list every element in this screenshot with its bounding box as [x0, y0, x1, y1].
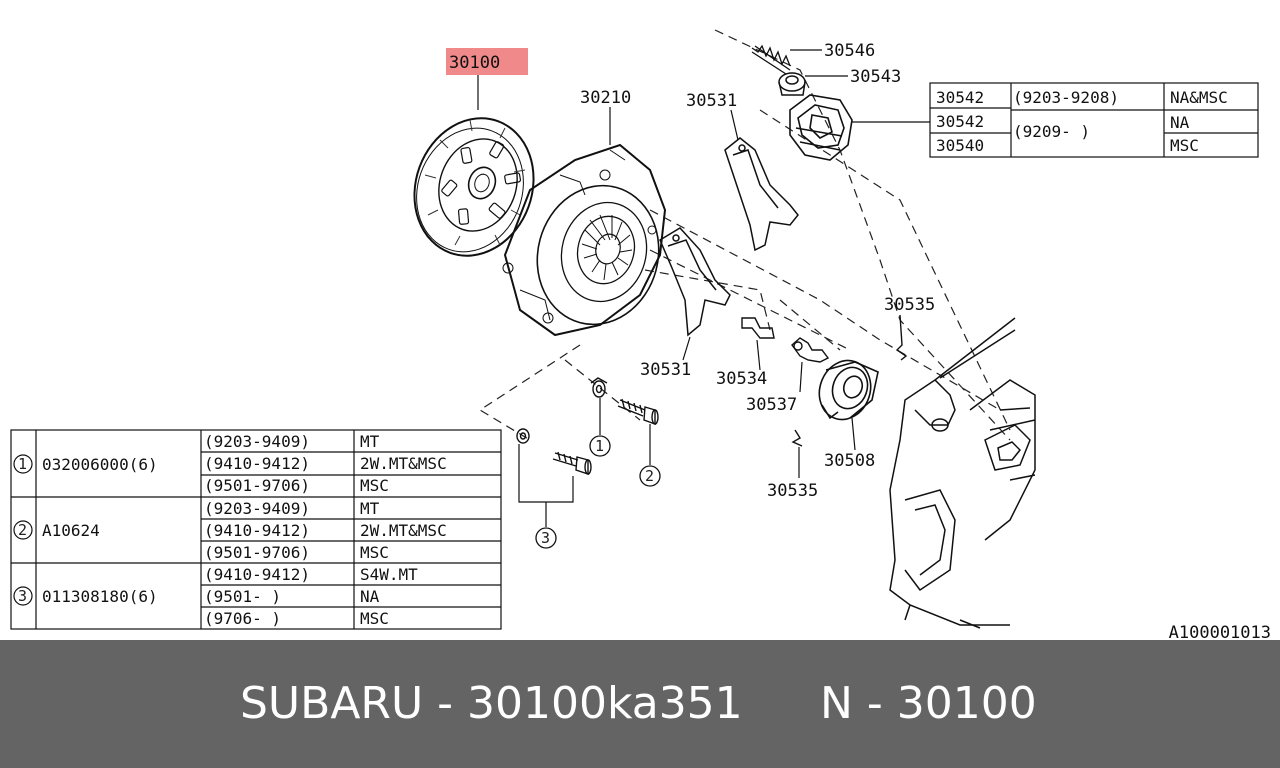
n-part-number: N - 30100 — [820, 678, 1037, 729]
bolt-g2-r1-model: MT — [360, 499, 380, 518]
bolt-g3-r1-model: S4W.MT — [360, 565, 418, 584]
pivot-spring — [751, 44, 791, 75]
boot-row-1-part: 30542 — [936, 88, 984, 107]
leader-30531-top — [730, 109, 739, 141]
boot-row-3-part: 30540 — [936, 136, 984, 155]
highlight-box — [446, 48, 528, 75]
bolt-g2-r3-model: MSC — [360, 543, 389, 562]
callout-30546: 30546 — [824, 41, 875, 61]
clutch-disc — [413, 117, 535, 257]
svg-text:1: 1 — [595, 437, 604, 455]
part-number-footer: SUBARU - 30100ka351 N - 30100 — [0, 640, 1280, 768]
boot-row-2-code: (9209- ) — [1013, 122, 1090, 141]
callout-30531-top: 30531 — [686, 91, 737, 111]
callout-30535-lower: 30535 — [767, 481, 818, 501]
bolt-g1-r2-model: 2W.MT&MSC — [360, 454, 447, 473]
bolt-g3-r3-model: MSC — [360, 609, 389, 628]
callout-30531-bottom: 30531 — [640, 360, 691, 380]
dust-boot — [789, 94, 853, 161]
bolt-1-washer — [590, 377, 608, 398]
pivot-cap — [778, 72, 806, 96]
callout-30534: 30534 — [716, 369, 767, 389]
boot-row-2-model: NA — [1170, 113, 1190, 132]
bolt-g2-r2-model: 2W.MT&MSC — [360, 521, 447, 540]
clip-lower — [791, 429, 803, 447]
bolt-group-3-ref: 3 — [18, 587, 27, 605]
boot-row-3-model: MSC — [1170, 136, 1199, 155]
bolt-g3-r1-code: (9410-9412) — [204, 565, 310, 584]
callout-30535-upper: 30535 — [884, 295, 935, 315]
clutch-cover — [502, 143, 667, 337]
circle-ref-3: 3 — [535, 527, 557, 549]
callout-30508: 30508 — [824, 451, 875, 471]
boot-table: 30542 (9203-9208) NA&MSC 30542 (9209- ) … — [929, 82, 1259, 158]
bolt-3 — [552, 451, 592, 475]
leader-30508 — [851, 417, 856, 451]
leader-30534 — [756, 339, 761, 371]
bolt-group-3-part: 011308180(6) — [42, 587, 158, 606]
circle-ref-1: 1 — [589, 435, 611, 457]
bearing-clip — [791, 337, 830, 363]
bolt-2 — [617, 398, 659, 425]
clip-upper — [895, 314, 908, 361]
circle-ref-2: 2 — [639, 465, 661, 487]
bolt-group-2-part: A10624 — [42, 521, 100, 540]
release-bearing — [818, 359, 879, 421]
callout-30537: 30537 — [746, 395, 797, 415]
bolt-g1-r1-code: (9203-9409) — [204, 432, 310, 451]
callout-30543: 30543 — [850, 67, 901, 87]
bolt-group-1-ref: 1 — [18, 455, 27, 473]
parts-diagram: 30100 30210 30531 30531 — [10, 29, 1271, 640]
leader-30531-bottom — [682, 336, 691, 361]
callout-30210: 30210 — [580, 88, 631, 108]
bolt-g1-r1-model: MT — [360, 432, 380, 451]
bolt-group-1-part: 032006000(6) — [42, 455, 158, 474]
callout-30100: 30100 — [449, 53, 500, 73]
bolt-group-2-ref: 2 — [18, 521, 27, 539]
leader-30537 — [799, 361, 803, 393]
bolt-3-washer — [516, 428, 530, 444]
diagram-reference-code: A100001013 — [1169, 623, 1271, 640]
bolt-g2-r3-code: (9501-9706) — [204, 543, 310, 562]
svg-text:2: 2 — [645, 467, 654, 485]
bolt-table: 1 2 3 032006000(6) A10624 011308180(6) (… — [10, 429, 502, 630]
release-fork-bottom — [659, 227, 731, 337]
bolt-g1-r3-model: MSC — [360, 476, 389, 495]
bolt-g3-r2-model: NA — [360, 587, 380, 606]
bolt-g1-r3-code: (9501-9706) — [204, 476, 310, 495]
svg-text:3: 3 — [541, 529, 550, 547]
transmission-housing — [889, 317, 1036, 629]
plate-spring — [741, 317, 775, 339]
boot-row-2-part: 30542 — [936, 112, 984, 131]
release-fork-top — [724, 137, 799, 252]
bolt-g2-r1-code: (9203-9409) — [204, 499, 310, 518]
boot-row-1-model: NA&MSC — [1170, 88, 1228, 107]
bolt-g1-r2-code: (9410-9412) — [204, 454, 310, 473]
bolt-g3-r3-code: (9706- ) — [204, 609, 281, 628]
bolt-g2-r2-code: (9410-9412) — [204, 521, 310, 540]
boot-row-1-code: (9203-9208) — [1013, 88, 1119, 107]
brand-part-number: SUBARU - 30100ka351 — [240, 678, 743, 729]
bracket-ref-3 — [518, 444, 574, 503]
bolt-g3-r2-code: (9501- ) — [204, 587, 281, 606]
